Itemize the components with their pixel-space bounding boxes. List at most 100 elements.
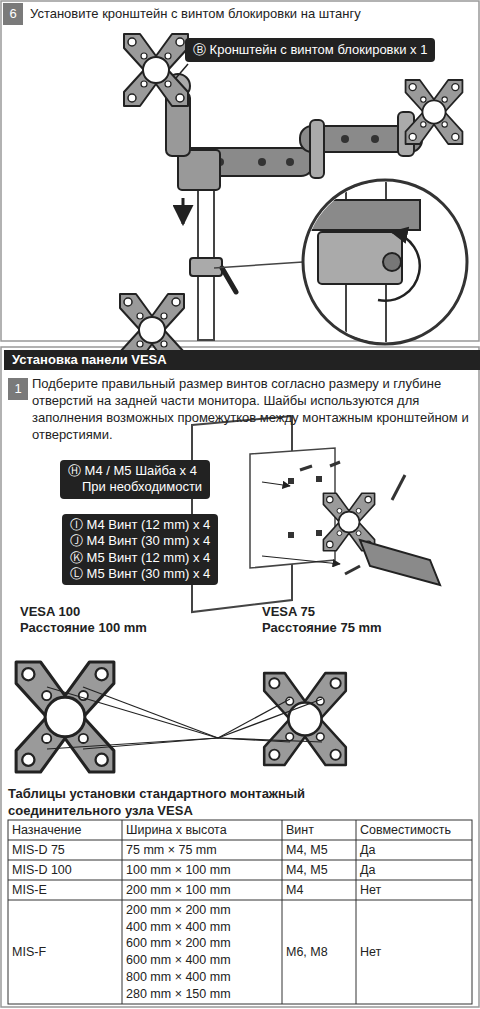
table-cell: 400 mm × 400 mm [126,919,231,935]
table-cell: MIS-F [12,944,46,960]
step-number: 1 [8,378,28,400]
instruction-text: Установите кронштейн с винтом блокировки… [30,6,361,23]
drawing-stroke [345,566,360,574]
drawing-stroke [8,860,472,861]
table-cell: M4, M5 [286,842,328,858]
drawing-stroke [47,738,218,749]
table-grid [8,820,472,1004]
drawing-stroke [406,80,463,144]
part-callout: Ⓗ M4 / M5 Шайба x 4При необходимости [60,460,210,499]
drawing-stroke [378,232,420,301]
drawing-stroke [288,532,294,538]
table-cell: Нет [360,944,381,960]
table-cell: Нет [360,882,381,898]
part-callout: Ⓘ M4 Винт (12 mm) x 4Ⓙ M4 Винт (30 mm) x… [62,514,218,585]
drawing-stroke [214,262,303,268]
table-cell: M4, M5 [286,862,328,878]
drawing-stroke [286,158,294,166]
drawing-stroke [218,699,290,738]
drawing-stroke [316,476,322,482]
detail-magnifier [214,170,467,370]
section-header: Установка панели VESA [4,350,480,370]
drawing-stroke [8,820,472,1004]
panel-frame [1,347,479,1007]
drawing-stroke [310,200,420,230]
drawing-stroke [392,475,405,500]
table-cell: Да [360,842,375,858]
drawing-stroke [310,170,420,370]
node-text: Ⓗ M4 / M5 Шайба x 4 [68,463,202,479]
table-cell: 75 mm × 75 mm [126,842,217,858]
drawing-stroke [371,135,379,143]
table-cell: 600 mm × 400 mm [126,952,231,968]
node-text: Ⓚ M5 Винт (12 mm) x 4 [70,550,210,566]
drawing-stroke [282,820,283,1004]
figure-label: Расстояние 100 mm [20,620,147,637]
drawing-stroke [264,673,346,765]
drawing-stroke [262,556,340,564]
drawing-stroke [8,880,472,881]
table-cell: 600 mm × 200 mm [126,935,231,951]
table-cell: Ширина x высота [126,822,227,838]
drawing-stroke [218,738,322,742]
drawing-stroke [222,268,236,292]
monitor-back [192,416,440,612]
drawing-stroke [360,540,440,585]
drawing-stroke [83,687,218,738]
drawing-stroke [47,687,322,749]
drawing-stroke [341,135,349,143]
step-number: 6 [3,3,23,25]
figure-label: VESA 75 [262,604,315,621]
table-cell: M6, M8 [286,944,328,960]
drawing-stroke [218,699,322,738]
table-cell: Совместимость [360,822,451,838]
drawing-stroke [176,64,188,78]
vesa-plates [16,662,346,772]
table-cell: MIS-D 100 [12,862,72,878]
node-text: Установка панели VESA [12,352,472,368]
node-text: Ⓛ M5 Винт (30 mm) x 4 [70,566,210,582]
table-cell: M4 [286,882,303,898]
node-text: 6 [3,6,23,22]
drawing-stroke [122,820,123,1004]
drawing-stroke [8,840,472,841]
node-text: Ⓙ M4 Винт (30 mm) x 4 [70,533,210,549]
drawing-stroke [300,466,312,470]
table-cell: 100 mm × 100 mm [126,862,231,878]
drawing-stroke [47,687,218,738]
drawing-stroke [330,462,340,466]
table-title: Таблицы установки стандартного монтажный… [8,786,348,820]
drawing-stroke [316,530,322,536]
drawing-stroke [250,448,335,568]
drawing-stroke [182,198,185,224]
table-cell: 800 mm × 400 mm [126,969,231,985]
drawing-stroke [83,738,218,749]
node-text: 1 [8,381,28,397]
table-cell: MIS-D 75 [12,842,65,858]
table-cell: MIS-E [12,882,47,898]
instruction-text: Подберите правильный размер винтов согла… [32,376,472,444]
figure-label: VESA 100 [20,604,80,621]
drawing-stroke [356,820,357,1004]
drawing-stroke [262,482,290,486]
figure-label: Расстояние 75 mm [262,620,382,637]
drawing-stroke [383,253,401,271]
drawing-stroke [258,158,266,166]
table-cell: 200 mm × 100 mm [126,882,231,898]
drawing-stroke [310,120,324,178]
node-text: Ⓘ M4 Винт (12 mm) x 4 [70,517,210,533]
drawing-stroke [16,662,114,772]
table-cell: Назначение [12,822,81,838]
drawing-stroke [190,258,222,276]
drawing-stroke [318,232,402,284]
part-callout: Ⓑ Кронштейн с винтом блокировки x 1 [185,38,435,62]
node-text: При необходимости [68,479,202,495]
drawing-stroke [8,900,472,901]
table-cell: 200 mm × 200 mm [126,902,231,918]
drawing-stroke [124,34,188,106]
drawing-stroke [288,478,294,484]
node-text: Ⓑ Кронштейн с винтом блокировки x 1 [193,42,427,58]
table-cell: Винт [286,822,314,838]
table-cell: Да [360,862,375,878]
